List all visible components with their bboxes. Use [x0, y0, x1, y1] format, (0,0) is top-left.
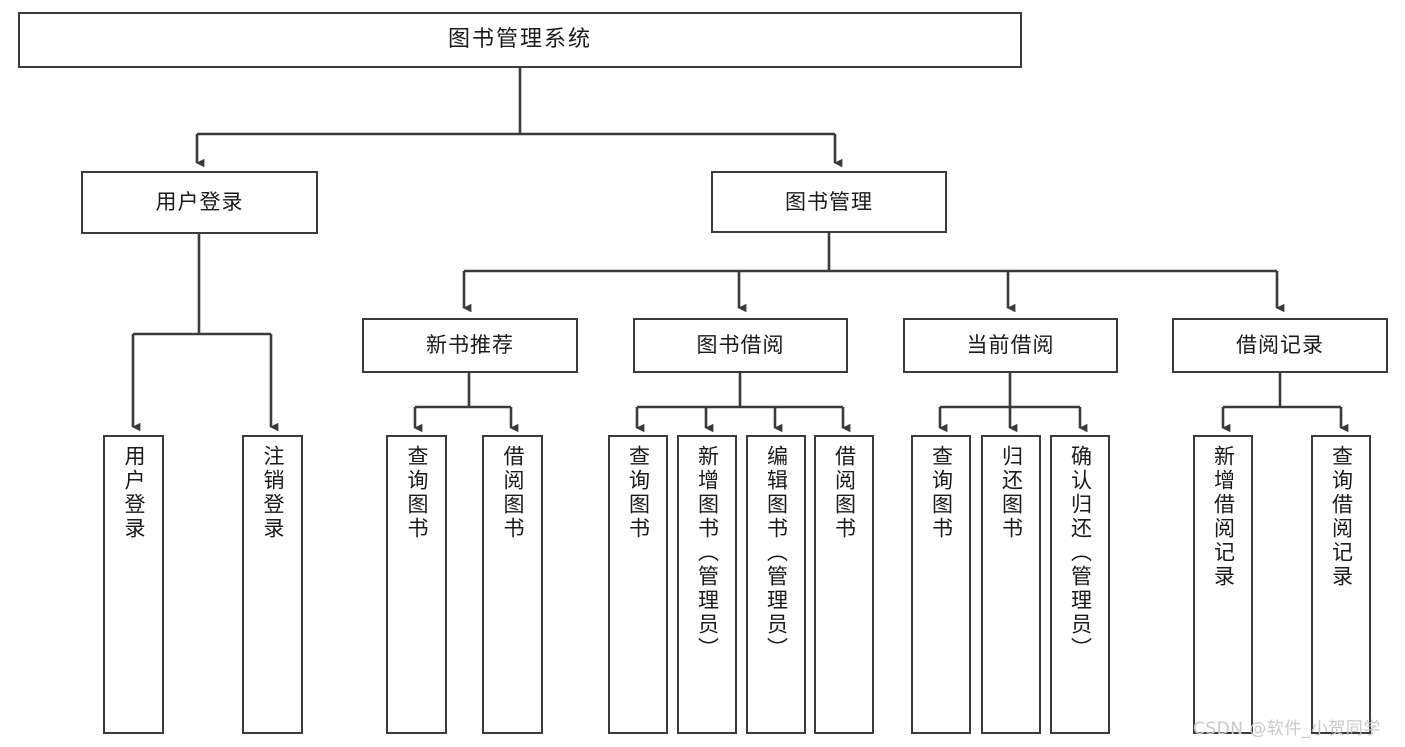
node-label: 查询图书 [929, 445, 954, 541]
node-label: 图书借阅 [696, 333, 785, 358]
node-label: 查询图书 [626, 445, 651, 541]
node-label: 借阅记录 [1236, 333, 1324, 358]
node-label: 查询图书 [405, 445, 430, 541]
csdn-watermark: CSDN @软件_小贺同学 [1193, 719, 1381, 739]
node-label: 新增借阅记录 [1211, 445, 1236, 589]
leaf-return-book[interactable]: 归还图书 [981, 435, 1041, 734]
leaf-query-book-3[interactable]: 查询图书 [911, 435, 971, 734]
leaf-confirm-return[interactable]: 确认归还（管理员） [1050, 435, 1110, 734]
node-book-borrow[interactable]: 图书借阅 [633, 318, 848, 373]
leaf-user-login[interactable]: 用户登录 [103, 435, 164, 734]
node-label: 确认归还（管理员） [1068, 445, 1093, 661]
node-label: 用户登录 [155, 190, 244, 215]
node-label: 新增图书（管理员） [695, 445, 720, 661]
node-label: 用户登录 [122, 445, 147, 541]
node-borrow-record[interactable]: 借阅记录 [1172, 318, 1388, 373]
node-root[interactable]: 图书管理系统 [18, 12, 1022, 68]
node-label: 借阅图书 [501, 445, 526, 541]
node-label: 图书管理 [785, 189, 873, 214]
node-user-login[interactable]: 用户登录 [81, 171, 318, 234]
node-label: 借阅图书 [832, 445, 857, 541]
node-label: 新书推荐 [426, 333, 514, 358]
leaf-query-book-2[interactable]: 查询图书 [608, 435, 668, 734]
node-label: 查询借阅记录 [1329, 445, 1354, 589]
node-label: 当前借阅 [966, 333, 1055, 358]
leaf-edit-book[interactable]: 编辑图书（管理员） [746, 435, 806, 734]
node-label: 注销登录 [261, 445, 286, 541]
leaf-logout[interactable]: 注销登录 [242, 435, 303, 734]
node-new-book-recommend[interactable]: 新书推荐 [362, 318, 578, 373]
node-current-borrow[interactable]: 当前借阅 [903, 318, 1118, 373]
leaf-borrow-book-2[interactable]: 借阅图书 [814, 435, 874, 734]
leaf-add-book[interactable]: 新增图书（管理员） [677, 435, 737, 734]
leaf-query-book-1[interactable]: 查询图书 [386, 435, 447, 734]
node-label: 归还图书 [999, 445, 1024, 541]
node-label: 图书管理系统 [447, 27, 592, 53]
leaf-add-borrow-record[interactable]: 新增借阅记录 [1193, 435, 1253, 734]
node-label: 编辑图书（管理员） [764, 445, 789, 661]
leaf-borrow-book-1[interactable]: 借阅图书 [482, 435, 543, 734]
node-book-manage[interactable]: 图书管理 [711, 171, 947, 233]
leaf-query-borrow-record[interactable]: 查询借阅记录 [1311, 435, 1371, 734]
